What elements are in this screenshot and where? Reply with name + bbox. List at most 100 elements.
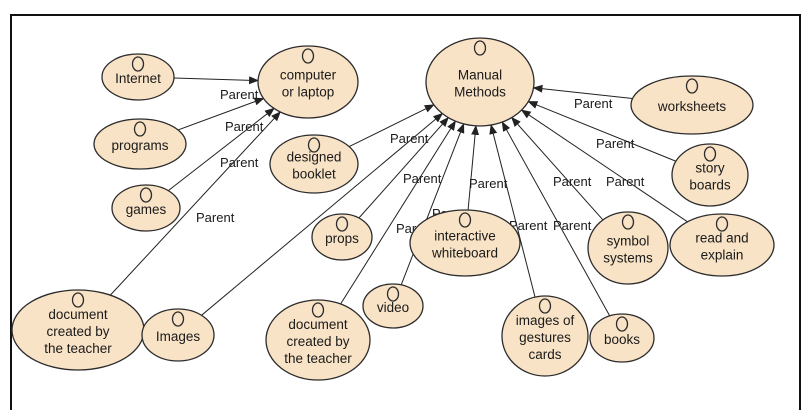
edge-label: Parent — [509, 218, 548, 233]
edge-line — [168, 107, 275, 192]
node-worksheets[interactable]: worksheets — [630, 75, 754, 135]
edge-line — [177, 97, 265, 131]
node-internet[interactable]: Internet — [101, 53, 175, 101]
node-ellipse — [362, 283, 424, 329]
node-marker-icon — [139, 187, 153, 203]
node-props[interactable]: props — [311, 213, 373, 261]
edge-label: Parent — [469, 176, 508, 191]
edge-storyboards-to-manual: Parent — [527, 101, 677, 162]
node-ellipse — [111, 184, 181, 232]
node-ellipse — [589, 313, 655, 363]
node-ellipse — [630, 75, 754, 135]
node-label-line: whiteboard — [431, 246, 498, 261]
node-gestures[interactable]: images of gestures cards — [501, 295, 589, 377]
edge-label: Parent — [220, 155, 259, 170]
node-booklet[interactable]: designed booklet — [269, 134, 359, 194]
edge-label: Parent — [553, 218, 592, 233]
node-ellipse — [141, 308, 215, 362]
node-label-line: document — [48, 307, 108, 322]
node-games[interactable]: games — [111, 184, 181, 232]
node-ellipse — [425, 37, 535, 127]
node-ellipse — [101, 53, 175, 101]
node-ellipse — [409, 209, 521, 277]
edge-programs-to-computer: Parent — [177, 97, 265, 134]
edge-label: Parent — [225, 119, 264, 134]
edge-label: Parent — [553, 174, 592, 189]
node-marker-icon — [703, 146, 717, 162]
node-marker-icon — [615, 316, 629, 332]
node-label-line: worksheets — [657, 99, 727, 114]
node-ellipse — [257, 45, 359, 119]
node-whiteboard[interactable]: interactive whiteboard — [409, 209, 521, 277]
edge-line — [532, 84, 633, 100]
node-marker-icon — [307, 137, 321, 153]
node-label-line: Manual — [458, 68, 502, 83]
edge-label: Parent — [196, 210, 235, 225]
node-ellipse — [671, 143, 749, 207]
node-marker-icon — [71, 292, 85, 308]
node-marker-icon — [335, 216, 349, 232]
node-ellipse — [93, 118, 187, 170]
node-label-line: explain — [701, 248, 744, 263]
node-images[interactable]: Images — [141, 308, 215, 362]
node-label-line: Internet — [115, 71, 161, 86]
node-marker-icon — [311, 302, 325, 318]
node-label-line: cards — [528, 347, 561, 362]
node-label-line: designed — [287, 150, 342, 165]
node-ellipse — [587, 211, 669, 285]
node-label-line: the teacher — [44, 341, 112, 356]
node-marker-icon — [458, 212, 472, 228]
edge-gestures-to-manual: Parent — [489, 124, 548, 298]
edge-line — [467, 124, 480, 211]
edge-line — [340, 120, 456, 305]
edge-line — [527, 101, 677, 162]
node-marker-icon — [715, 216, 729, 232]
edge-line — [501, 121, 611, 317]
edge-symbol-to-manual: Parent — [511, 116, 604, 221]
node-label-line: interactive — [434, 229, 496, 244]
node-marker-icon — [131, 56, 145, 72]
node-video[interactable]: video — [362, 283, 424, 329]
node-label-line: booklet — [292, 167, 336, 182]
node-marker-icon — [301, 48, 315, 64]
node-label-line: gestures — [519, 330, 571, 345]
node-books[interactable]: books — [589, 313, 655, 363]
edge-line — [358, 116, 449, 219]
edge-label: Parent — [403, 171, 442, 186]
node-ellipse — [501, 295, 589, 377]
node-ellipse — [265, 299, 371, 381]
node-label-line: images of — [516, 313, 575, 328]
node-marker-icon — [171, 311, 185, 327]
edge-label: Parent — [606, 174, 645, 189]
edge-doc1-to-computer: Parent — [109, 111, 281, 296]
edge-line — [511, 116, 604, 221]
node-marker-icon — [386, 286, 400, 302]
node-programs[interactable]: programs — [93, 118, 187, 170]
node-ellipse — [269, 134, 359, 194]
edge-worksheets-to-manual: Parent — [532, 84, 633, 111]
edge-line — [400, 123, 465, 286]
node-ellipse — [311, 213, 373, 261]
node-label-line: document — [288, 317, 348, 332]
node-label-line: Images — [156, 329, 201, 344]
edge-booklet-to-manual: Parent — [348, 104, 435, 148]
node-label-line: props — [325, 231, 359, 246]
node-label-line: boards — [689, 178, 731, 193]
edge-books-to-manual: Parent — [501, 121, 611, 317]
edge-readexplain-to-manual: Parent — [520, 109, 688, 223]
node-label-line: Methods — [454, 85, 506, 100]
node-marker-icon — [621, 214, 635, 230]
edge-images-to-manual: Parent — [201, 112, 444, 316]
edge-label: Parent — [220, 87, 259, 102]
node-label-line: computer — [280, 68, 337, 83]
node-label-line: created by — [286, 334, 349, 349]
